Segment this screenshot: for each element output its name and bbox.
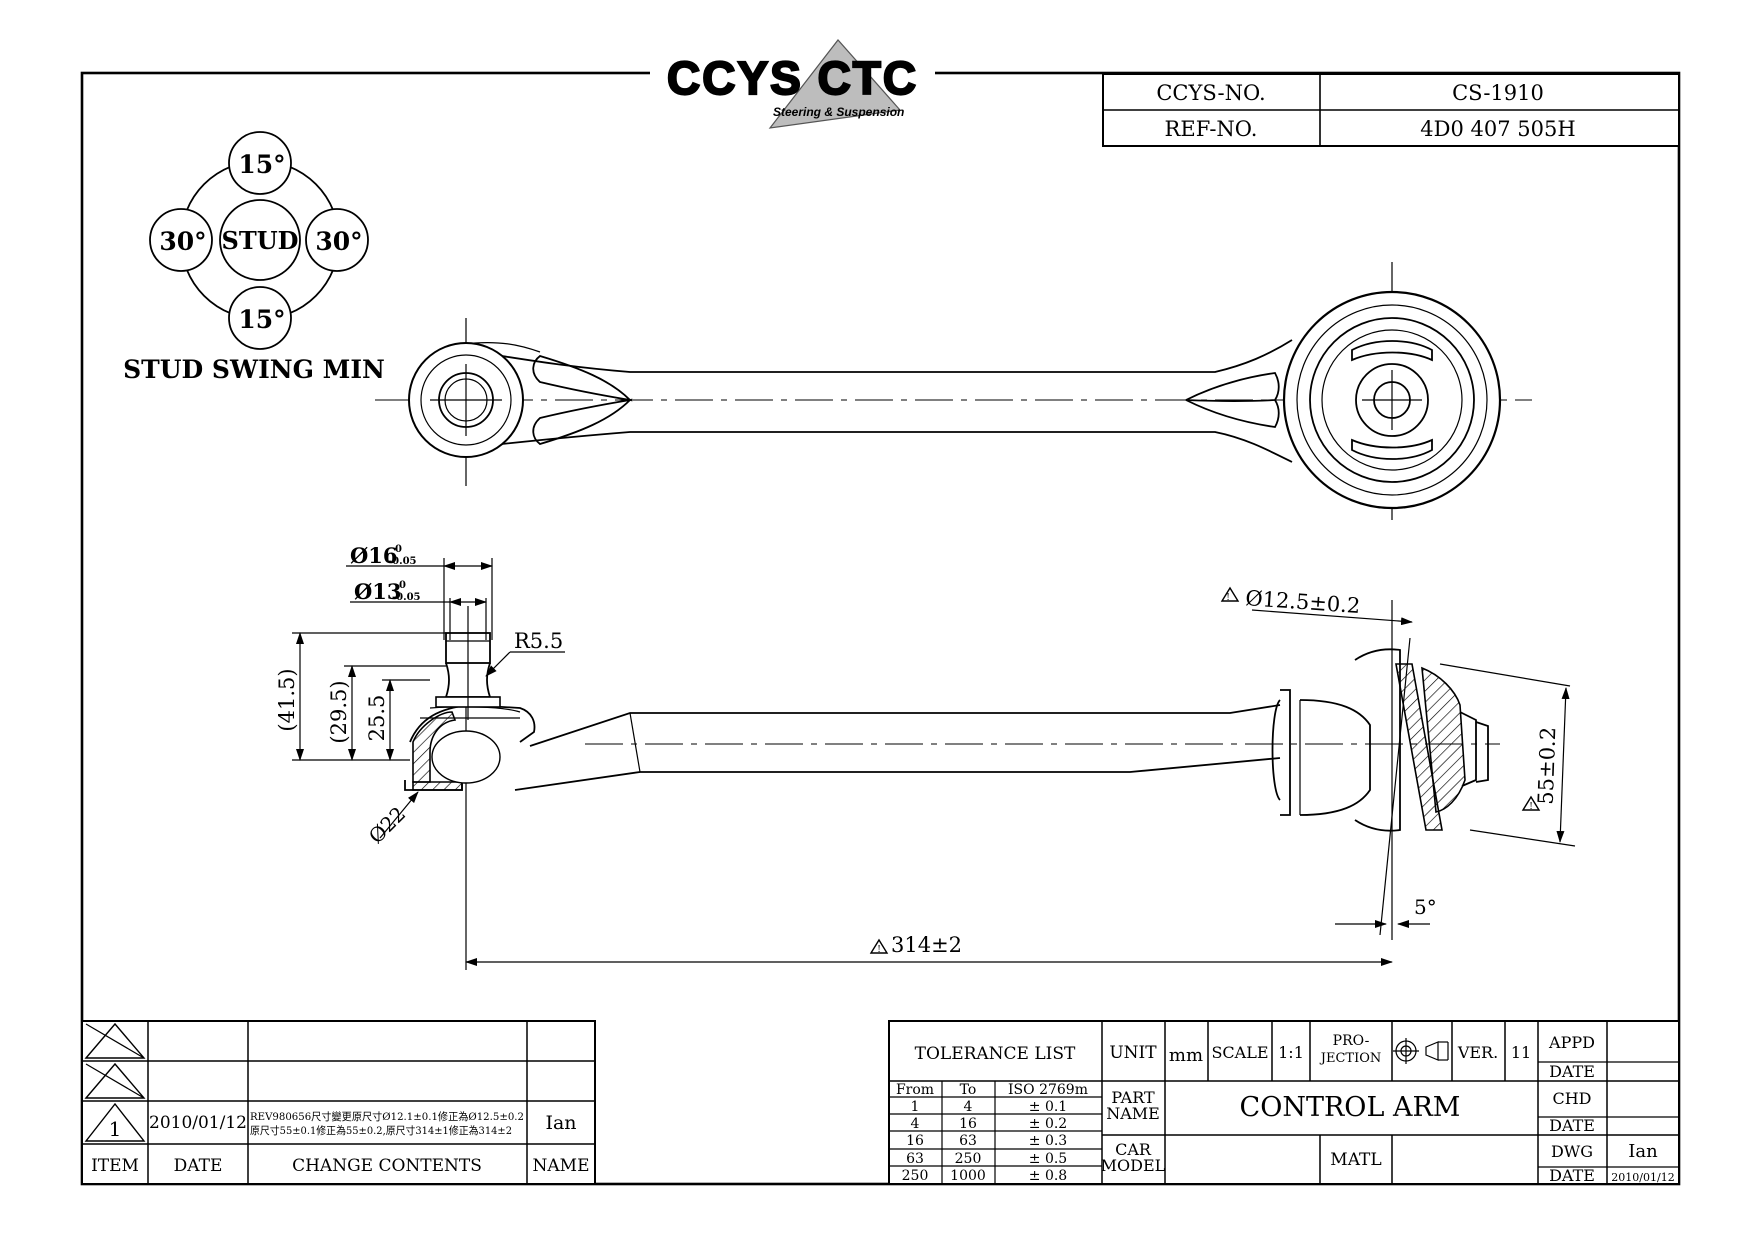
svg-text:!: ! <box>877 945 881 955</box>
revision-triangle-icon <box>84 1022 146 1059</box>
unit-label: UNIT <box>1109 1043 1157 1063</box>
dim-dia16-tol-upper: 0 <box>395 544 402 555</box>
chd-date-label: DATE <box>1549 1116 1595 1135</box>
scale-value: 1:1 <box>1278 1043 1304 1062</box>
critical-mark-icon: ! <box>1521 795 1541 812</box>
dwg-date-label: DATE <box>1549 1166 1595 1185</box>
dim-dia22: Ø22 <box>364 802 411 849</box>
dim-dia16-tol-lower: -0.05 <box>388 556 417 567</box>
part-id-table: CCYS-NO. CS-1910 REF-NO. 4D0 407 505H <box>1102 73 1680 147</box>
ccys-no-label: CCYS-NO. <box>1156 81 1265 105</box>
tol-header-iso: ISO 2769m <box>1008 1082 1088 1098</box>
swing-right-angle: 30° <box>315 227 362 256</box>
tol-row-2-to: 16 <box>959 1116 977 1132</box>
rev-change-1a: REV980656尺寸變更原尺寸Ø12.1±0.1修正為Ø12.5±0.2 <box>250 1110 524 1123</box>
unit-value: mm <box>1169 1045 1203 1066</box>
dim-w55: 55±0.2 <box>1534 727 1561 806</box>
part-name-label-1: PART <box>1111 1088 1155 1107</box>
logo-brand: CCYS CTC <box>667 52 918 104</box>
tol-row-5-from: 250 <box>902 1168 929 1184</box>
dim-h295: (29.5) <box>327 680 351 743</box>
tol-row-2-value: ± 0.2 <box>1029 1116 1067 1132</box>
title-block: TOLERANCE LIST From To ISO 2769m 1 4 ± 0… <box>888 1020 1680 1185</box>
ver-value: 11 <box>1511 1043 1531 1062</box>
svg-text:!: ! <box>1226 593 1230 603</box>
tol-row-3-from: 16 <box>906 1133 924 1149</box>
appd-date-label: DATE <box>1549 1062 1595 1081</box>
scale-label: SCALE <box>1211 1043 1268 1062</box>
dwg-date-value: 2010/01/12 <box>1611 1171 1674 1184</box>
appd-label: APPD <box>1548 1033 1595 1052</box>
rev-change-1b: 原尺寸55±0.1修正為55±0.2,原尺寸314±1修正為314±2 <box>250 1124 512 1137</box>
tol-row-4-value: ± 0.5 <box>1029 1151 1067 1167</box>
tol-row-1-value: ± 0.1 <box>1029 1099 1067 1115</box>
car-model-label-2: MODEL <box>1101 1156 1166 1175</box>
top-view <box>375 262 1532 520</box>
dim-dia16: Ø16 <box>350 543 398 568</box>
stud-swing-diagram: STUD 15° 15° 30° 30° STUD SWING MIN <box>123 131 385 384</box>
rev-header-change: CHANGE CONTENTS <box>292 1156 482 1176</box>
projection-label-1: PRO- <box>1333 1033 1370 1049</box>
matl-label: MATL <box>1330 1150 1381 1170</box>
company-logo: CCYS CTC Steering & Suspension <box>650 39 935 129</box>
rev-header-name: NAME <box>533 1156 590 1176</box>
rev-date-1: 2010/01/12 <box>149 1113 247 1133</box>
dim-dia13-tol-upper: 0 <box>399 580 406 591</box>
tol-row-1-to: 4 <box>964 1099 973 1115</box>
tol-row-4-from: 63 <box>906 1151 924 1167</box>
car-model-label-1: CAR <box>1115 1140 1152 1159</box>
rev-header-item: ITEM <box>91 1156 139 1176</box>
swing-top-angle: 15° <box>238 150 285 179</box>
tolerance-title: TOLERANCE LIST <box>915 1044 1076 1064</box>
critical-mark-icon: ! <box>869 938 889 955</box>
revision-triangle-icon <box>84 1102 146 1142</box>
tol-row-3-to: 63 <box>959 1133 977 1149</box>
swing-left-angle: 30° <box>159 227 206 256</box>
swing-caption: STUD SWING MIN <box>123 355 385 384</box>
side-view <box>404 606 1500 970</box>
tol-row-3-value: ± 0.3 <box>1029 1133 1067 1149</box>
dim-h255: 25.5 <box>365 695 389 742</box>
tol-header-from: From <box>896 1082 934 1098</box>
revision-triangle-icon <box>84 1062 146 1099</box>
dim-dia13-tol-lower: -0.05 <box>392 592 421 603</box>
ref-no-value: 4D0 407 505H <box>1420 117 1575 141</box>
dimension-lines <box>292 558 1576 966</box>
tol-row-5-to: 1000 <box>950 1168 986 1184</box>
projection-label-2: JECTION <box>1319 1051 1382 1066</box>
rev-item-1: 1 <box>109 1117 122 1141</box>
tol-row-1-from: 1 <box>911 1099 920 1115</box>
tol-row-5-value: ± 0.8 <box>1029 1168 1067 1184</box>
dwg-label: DWG <box>1551 1142 1593 1161</box>
tol-row-2-from: 4 <box>911 1116 920 1132</box>
critical-mark-icon: ! <box>1220 586 1240 603</box>
tol-header-to: To <box>960 1082 977 1098</box>
dim-dia13: Ø13 <box>354 579 402 604</box>
revision-table: 1 2010/01/12 REV980656尺寸變更原尺寸Ø12.1±0.1修正… <box>81 1020 596 1185</box>
dwg-value: Ian <box>1628 1141 1658 1162</box>
swing-center-label: STUD <box>222 226 299 255</box>
swing-bottom-angle: 15° <box>238 305 285 334</box>
part-name-label-2: NAME <box>1106 1104 1160 1123</box>
ref-no-label: REF-NO. <box>1165 117 1258 141</box>
projection-symbol-icon <box>1393 1038 1449 1064</box>
svg-text:!: ! <box>1529 802 1533 812</box>
rev-name-1: Ian <box>545 1112 576 1134</box>
dim-h415: (41.5) <box>275 668 299 731</box>
ccys-no-value: CS-1910 <box>1452 81 1544 105</box>
dim-angle5: 5° <box>1414 895 1437 919</box>
rev-header-date: DATE <box>174 1156 223 1176</box>
tol-row-4-to: 250 <box>955 1151 982 1167</box>
chd-label: CHD <box>1552 1089 1591 1108</box>
part-name-value: CONTROL ARM <box>1240 1092 1461 1123</box>
dim-dia125: Ø12.5±0.2 <box>1245 586 1361 618</box>
dim-r55: R5.5 <box>514 629 563 653</box>
dim-len314: 314±2 <box>891 933 962 957</box>
logo-tagline: Steering & Suspension <box>773 105 904 119</box>
ver-label: VER. <box>1457 1043 1498 1062</box>
